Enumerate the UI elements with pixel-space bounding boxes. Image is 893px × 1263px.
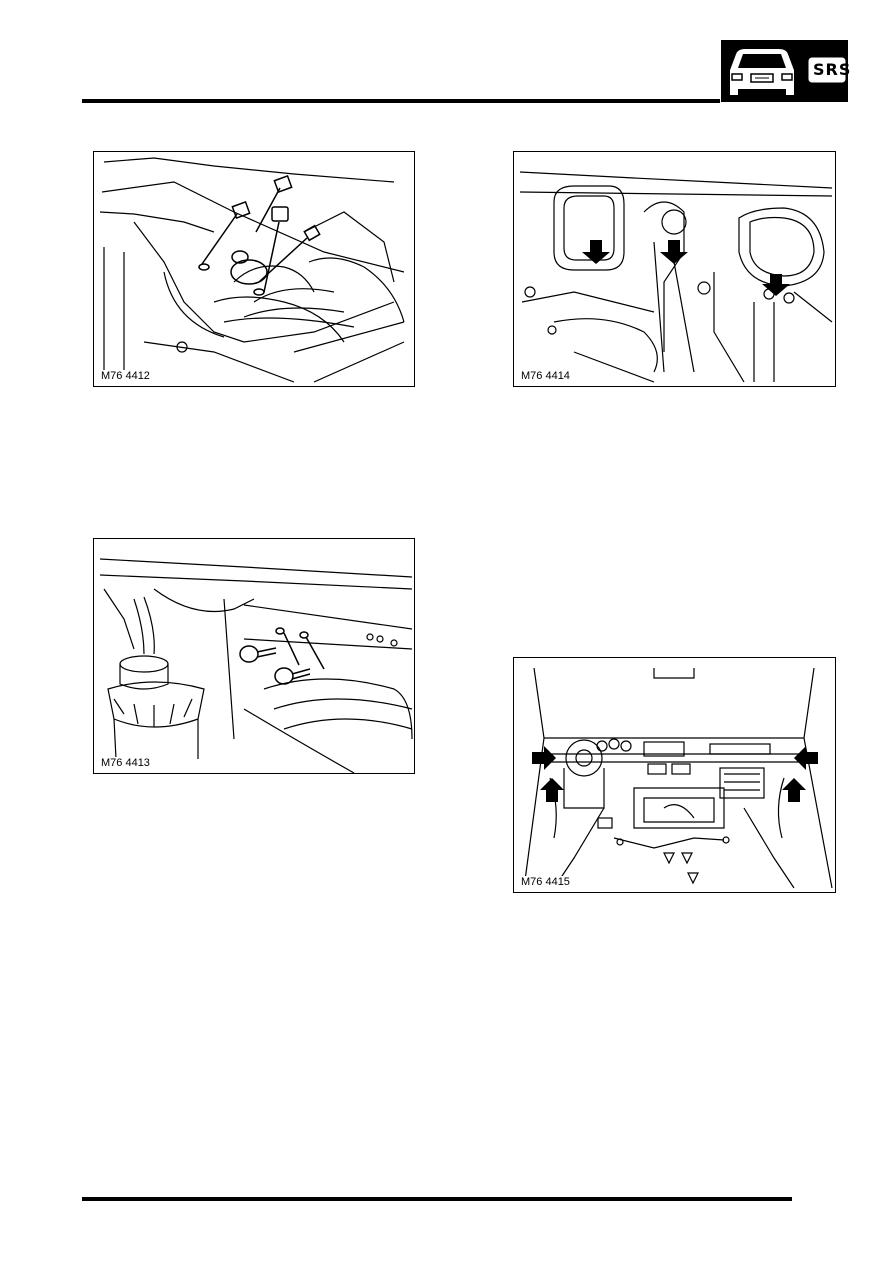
figure-m76-4415: M76 4415 — [513, 657, 836, 893]
down-arrow-icon — [660, 240, 688, 264]
badge-text: SRS — [813, 60, 852, 79]
figure-label: M76 4413 — [100, 757, 151, 770]
vehicle-front-icon — [728, 47, 846, 97]
dashboard-illustration — [523, 667, 833, 889]
reservoir-bolts-illustration — [99, 558, 413, 773]
down-arrow-icon — [762, 274, 790, 296]
figure-label: M76 4414 — [520, 370, 571, 383]
figure-label: M76 4415 — [520, 876, 571, 889]
header-rule — [82, 99, 720, 103]
arrow-icons — [532, 746, 818, 802]
down-arrow-icon — [582, 240, 610, 264]
footer-rule — [82, 1197, 792, 1201]
up-arrow-icon — [782, 778, 806, 802]
right-arrow-icon — [532, 746, 556, 770]
arrow-icons — [582, 240, 790, 296]
heater-ducts-illustration — [519, 171, 833, 383]
left-arrow-icon — [794, 746, 818, 770]
bolt-assembly-illustration — [99, 157, 405, 383]
figure-m76-4414: M76 4414 — [513, 151, 836, 387]
up-arrow-icon — [540, 778, 564, 802]
figure-label: M76 4412 — [100, 370, 151, 383]
section-badge: SRS — [721, 40, 850, 102]
figure-m76-4412: M76 4412 — [93, 151, 415, 387]
figure-m76-4413: M76 4413 — [93, 538, 415, 774]
